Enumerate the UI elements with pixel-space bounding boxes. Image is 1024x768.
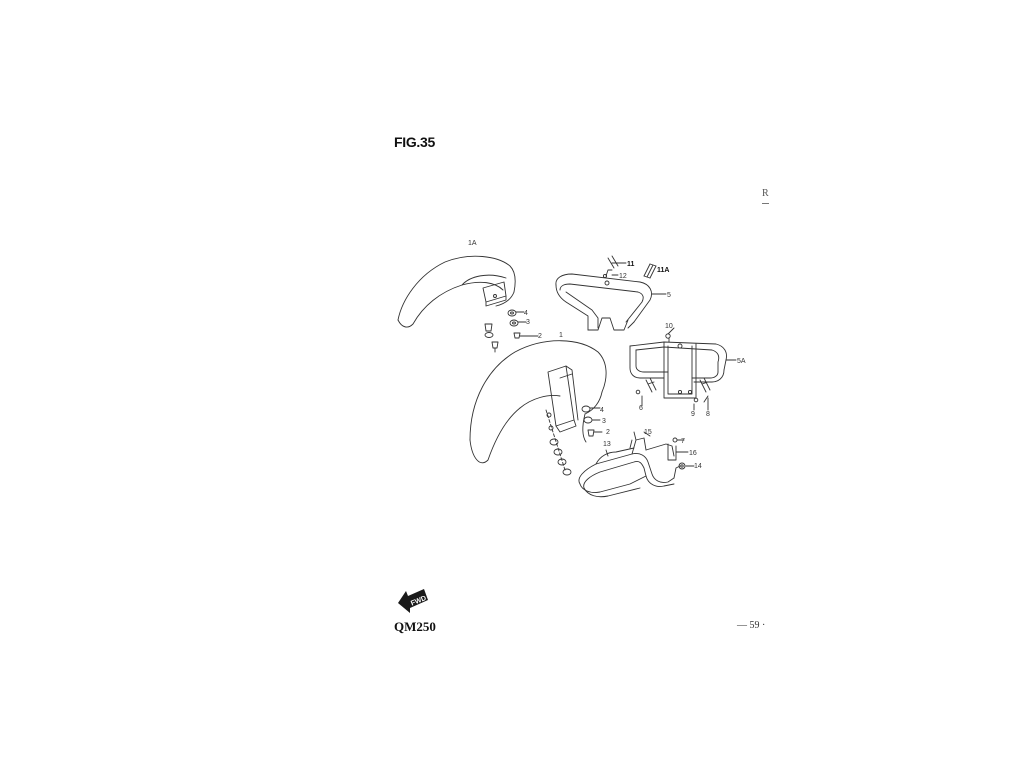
figure-title: FIG.35 [394, 134, 435, 150]
callout-11a: 11A [657, 267, 669, 274]
callout-9: 9 [691, 411, 695, 418]
callout-1a: 1A [468, 240, 477, 247]
corner-mark: R [762, 188, 769, 199]
callout-6: 6 [639, 405, 643, 412]
clips-6-8-9 [635, 377, 711, 411]
callout-8: 8 [706, 411, 710, 418]
callout-10: 10 [665, 323, 673, 330]
callout-labels: 1A 1 4 3 2 4 3 2 5 5A 6 7 8 9 10 11 11A … [468, 240, 746, 470]
tube-frame-13 [578, 431, 695, 498]
callout-14: 14 [694, 463, 702, 470]
fasteners-1a [484, 309, 539, 353]
clip-11a [643, 263, 657, 279]
corner-rule [762, 203, 769, 204]
callout-12: 12 [619, 273, 627, 280]
callout-5: 5 [667, 292, 671, 299]
callout-4a: 4 [524, 310, 528, 317]
callout-16: 16 [689, 450, 697, 457]
callout-2b: 2 [606, 429, 610, 436]
callout-3b: 3 [602, 418, 606, 425]
callout-11: 11 [627, 261, 635, 268]
bracket-5 [555, 255, 667, 331]
callout-13: 13 [603, 441, 611, 448]
callout-7: 7 [681, 438, 685, 445]
model-name: QM250 [394, 619, 436, 634]
fasteners-1 [545, 405, 603, 476]
callout-15: 15 [644, 429, 652, 436]
fender-1a [397, 255, 516, 328]
callout-1: 1 [559, 332, 563, 339]
fwd-arrow-icon: FWD [398, 589, 428, 613]
callout-3a: 3 [526, 319, 530, 326]
page-number: — 59 · [737, 620, 766, 631]
fender-1 [469, 340, 607, 464]
bumper-5a [629, 327, 737, 399]
callout-2a: 2 [538, 333, 542, 340]
callout-4b: 4 [600, 407, 604, 414]
callout-5a: 5A [737, 358, 746, 365]
